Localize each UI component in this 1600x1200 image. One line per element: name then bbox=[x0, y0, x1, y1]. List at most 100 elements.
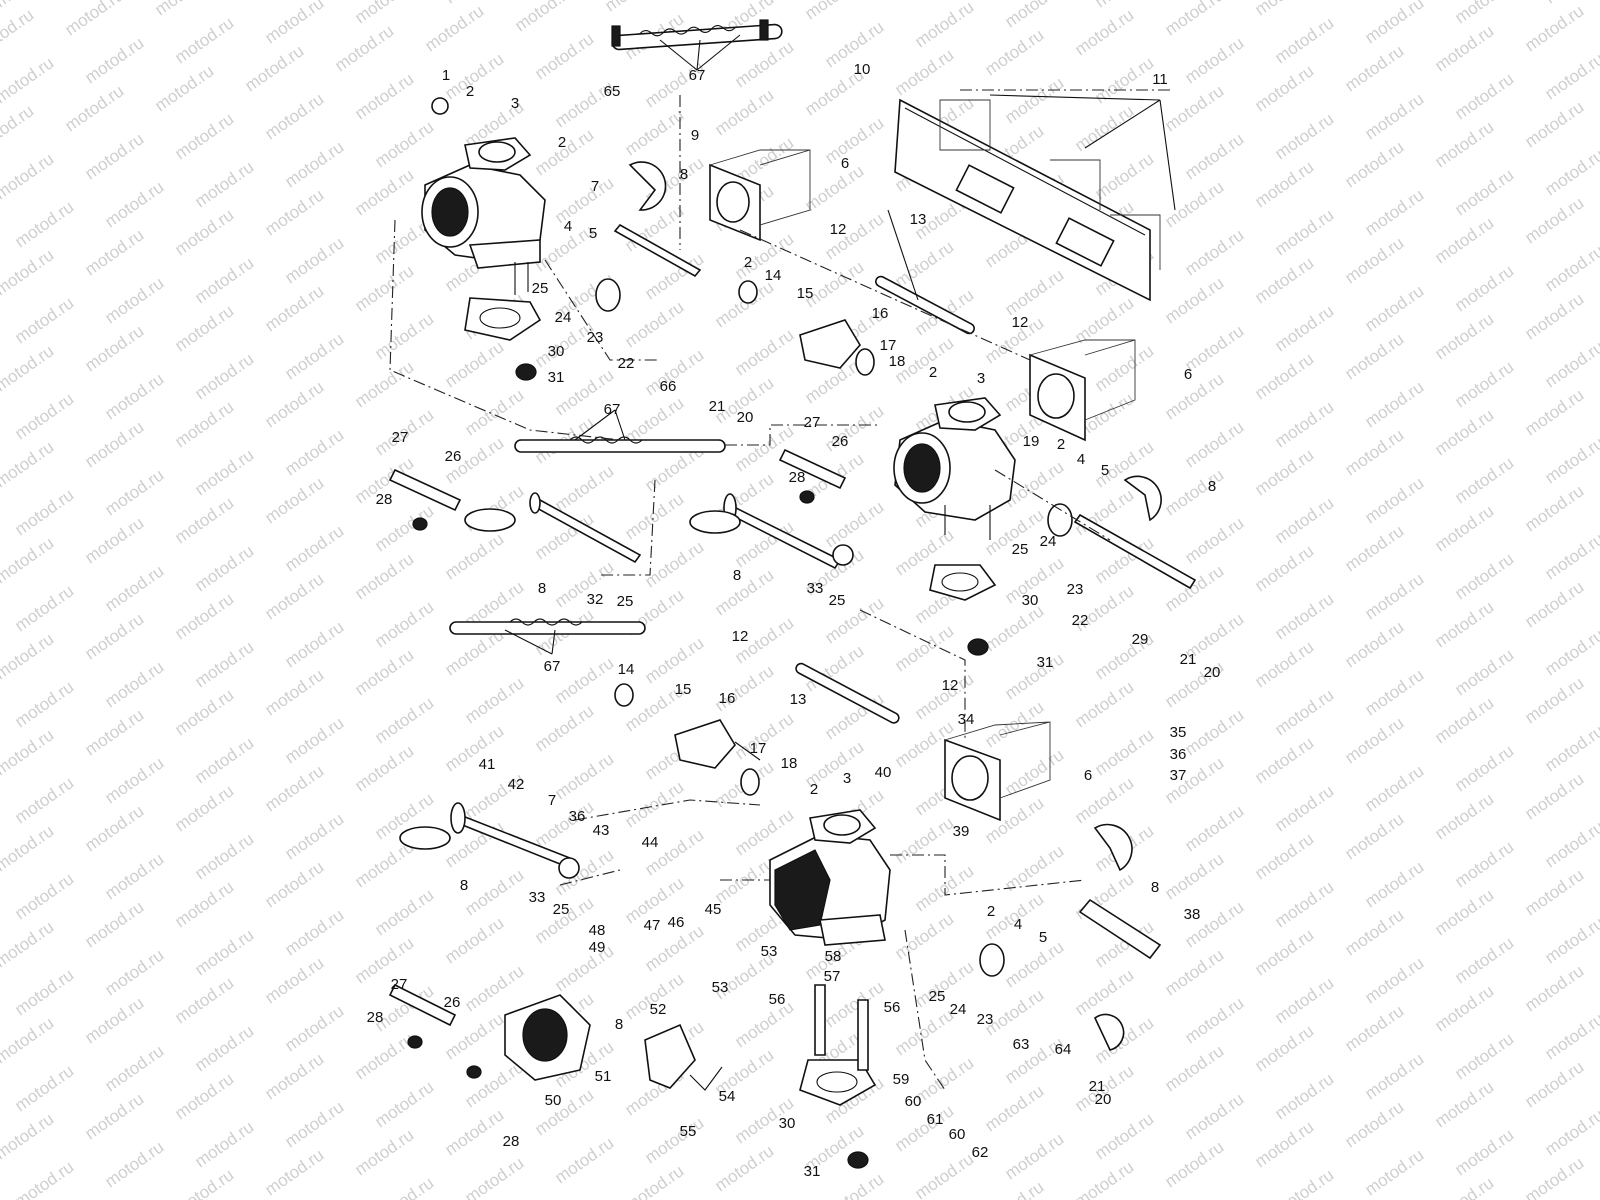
watermark-text: motod.ru bbox=[81, 225, 147, 279]
watermark-text: motod.ru bbox=[1271, 205, 1337, 259]
watermark-text: motod.ru bbox=[151, 0, 217, 19]
watermark-text: motod.ru bbox=[11, 677, 77, 731]
watermark-text: motod.ru bbox=[1431, 501, 1497, 555]
watermark-text: motod.ru bbox=[711, 1141, 777, 1195]
callout-26: 26 bbox=[444, 994, 461, 1011]
watermark-text: motod.ru bbox=[171, 877, 237, 931]
watermark-text: motod.ru bbox=[11, 293, 77, 347]
callout-24: 24 bbox=[555, 309, 572, 326]
watermark-text: motod.ru bbox=[11, 581, 77, 635]
watermark-text: motod.ru bbox=[1251, 1117, 1317, 1171]
callout-2: 2 bbox=[929, 364, 937, 381]
watermark-text: motod.ru bbox=[461, 673, 527, 727]
watermark-text: motod.ru bbox=[1161, 273, 1227, 327]
callout-8: 8 bbox=[1151, 879, 1159, 896]
watermark-text: motod.ru bbox=[1341, 137, 1407, 191]
callout-8: 8 bbox=[680, 166, 688, 183]
callout-32: 32 bbox=[587, 591, 604, 608]
watermark-text: motod.ru bbox=[1271, 1165, 1337, 1200]
watermark-text: motod.ru bbox=[101, 753, 167, 807]
callout-43: 43 bbox=[593, 822, 610, 839]
gaskets bbox=[464, 297, 997, 1106]
watermark-text: motod.ru bbox=[801, 161, 867, 215]
callout-40: 40 bbox=[875, 764, 892, 781]
watermark-text: motod.ru bbox=[261, 89, 327, 143]
watermark-text: motod.ru bbox=[1541, 529, 1600, 583]
watermark-text: motod.ru bbox=[0, 5, 37, 59]
watermark-text: motod.ru bbox=[1341, 233, 1407, 287]
watermark-text: motod.ru bbox=[261, 665, 327, 719]
watermark-text: motod.ru bbox=[891, 237, 957, 291]
callout-12: 12 bbox=[732, 628, 749, 645]
watermark-text: motod.ru bbox=[461, 961, 527, 1015]
callout-15: 15 bbox=[797, 285, 814, 302]
watermark-text: motod.ru bbox=[351, 165, 417, 219]
watermark-text: motod.ru bbox=[551, 557, 617, 611]
watermark-text: motod.ru bbox=[0, 245, 57, 299]
watermark-text: motod.ru bbox=[81, 993, 147, 1047]
watermark-text: motod.ru bbox=[1001, 937, 1067, 991]
watermark-text: motod.ru bbox=[731, 997, 797, 1051]
callout-13: 13 bbox=[790, 691, 807, 708]
callout-14: 14 bbox=[618, 661, 635, 678]
callout-22: 22 bbox=[618, 355, 635, 372]
callout-61: 61 bbox=[927, 1111, 944, 1128]
intake-flange-19 bbox=[1029, 339, 1136, 442]
watermark-text: motod.ru bbox=[81, 705, 147, 759]
callout-45: 45 bbox=[705, 901, 722, 918]
callout-28: 28 bbox=[376, 491, 393, 508]
watermark-text: motod.ru bbox=[1341, 713, 1407, 767]
callout-44: 44 bbox=[642, 834, 659, 851]
callout-33: 33 bbox=[807, 580, 824, 597]
watermark-text: motod.ru bbox=[1181, 513, 1247, 567]
callout-36: 36 bbox=[1170, 746, 1187, 763]
watermark-text: motod.ru bbox=[11, 869, 77, 923]
callout-24: 24 bbox=[950, 1001, 967, 1018]
callout-28: 28 bbox=[503, 1133, 520, 1150]
watermark-text: motod.ru bbox=[11, 197, 77, 251]
watermark-text: motod.ru bbox=[1521, 481, 1587, 535]
watermark-text: motod.ru bbox=[551, 173, 617, 227]
callout-21: 21 bbox=[709, 398, 726, 415]
watermark-text: motod.ru bbox=[1091, 725, 1157, 779]
watermark-text: motod.ru bbox=[1181, 129, 1247, 183]
watermark-text: motod.ru bbox=[441, 1105, 507, 1159]
watermark-text: motod.ru bbox=[441, 721, 507, 775]
throttle-cables-lower bbox=[449, 436, 726, 635]
watermark-text: motod.ru bbox=[351, 1125, 417, 1179]
callout-22: 22 bbox=[1072, 612, 1089, 629]
callout-8: 8 bbox=[733, 567, 741, 584]
callout-23: 23 bbox=[977, 1011, 994, 1028]
callout-7: 7 bbox=[548, 792, 556, 809]
callout-12: 12 bbox=[1012, 314, 1029, 331]
watermark-text: motod.ru bbox=[821, 497, 887, 551]
callout-66: 66 bbox=[660, 378, 677, 395]
watermark-text: motod.ru bbox=[1181, 1089, 1247, 1143]
watermark-text: motod.ru bbox=[191, 349, 257, 403]
watermark-text: motod.ru bbox=[1451, 453, 1517, 507]
watermark-text: motod.ru bbox=[0, 1013, 57, 1067]
callout-14: 14 bbox=[765, 267, 782, 284]
callout-13: 13 bbox=[910, 211, 927, 228]
callout-21: 21 bbox=[1180, 651, 1197, 668]
watermark-text: motod.ru bbox=[1541, 1009, 1600, 1063]
watermark-text: motod.ru bbox=[1361, 89, 1427, 143]
carburetor-upper-left bbox=[421, 137, 546, 295]
watermark-text: motod.ru bbox=[191, 1117, 257, 1171]
callout-2: 2 bbox=[744, 254, 752, 271]
watermark-text: motod.ru bbox=[101, 273, 167, 327]
watermark-text: motod.ru bbox=[1251, 157, 1317, 211]
watermark-text: motod.ru bbox=[1431, 789, 1497, 843]
watermark-text: motod.ru bbox=[1341, 809, 1407, 863]
callout-55: 55 bbox=[680, 1123, 697, 1140]
watermark-text: motod.ru bbox=[911, 861, 977, 915]
watermark-text: motod.ru bbox=[1431, 117, 1497, 171]
watermark-text: motod.ru bbox=[1181, 33, 1247, 87]
watermark-text: motod.ru bbox=[1071, 1157, 1137, 1200]
watermark-text: motod.ru bbox=[261, 0, 327, 47]
callout-60: 60 bbox=[905, 1093, 922, 1110]
watermark-text: motod.ru bbox=[1271, 781, 1337, 835]
watermark-text: motod.ru bbox=[191, 829, 257, 883]
callout-58: 58 bbox=[825, 948, 842, 965]
watermark-text: motod.ru bbox=[1541, 337, 1600, 391]
